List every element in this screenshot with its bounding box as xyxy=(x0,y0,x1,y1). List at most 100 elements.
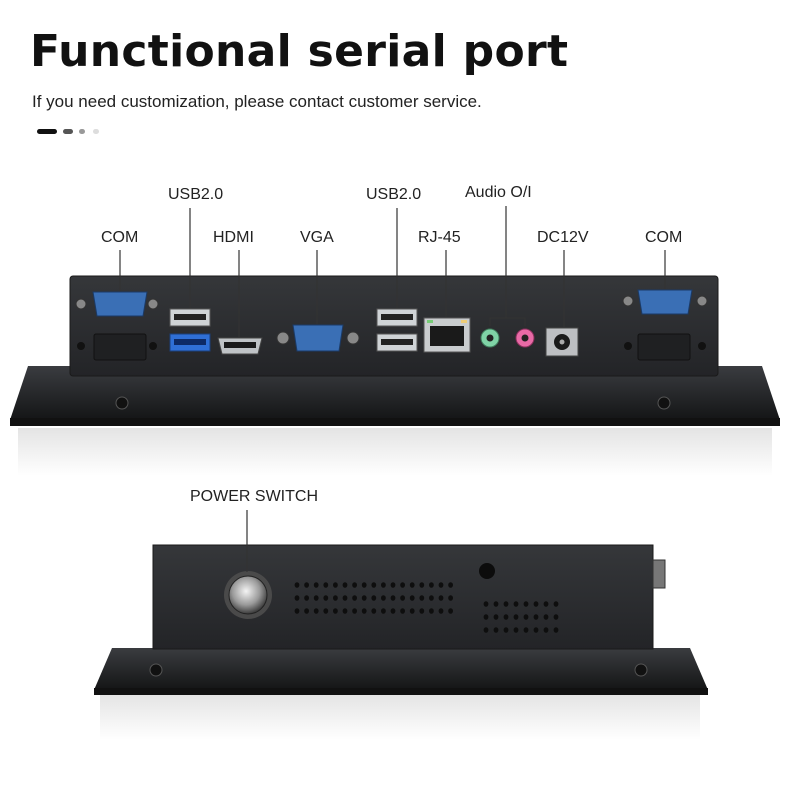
vent-hole xyxy=(342,582,348,588)
label-hdmi: HDMI xyxy=(213,229,254,246)
vent-hole xyxy=(438,582,444,588)
vent-hole xyxy=(503,614,509,620)
vent-grille-right xyxy=(483,601,559,633)
dot xyxy=(93,129,99,134)
vent-hole xyxy=(493,627,499,633)
vent-hole xyxy=(342,595,348,601)
vent-hole xyxy=(543,627,549,633)
vent-hole xyxy=(483,601,489,607)
vent-hole xyxy=(438,595,444,601)
vent-hole xyxy=(304,595,309,601)
label-usb-right: USB2.0 xyxy=(366,186,422,203)
vent-hole xyxy=(304,608,309,614)
vent-hole xyxy=(448,608,453,614)
vent-hole xyxy=(352,608,357,614)
vent-hole xyxy=(352,595,357,601)
vent-hole xyxy=(429,608,434,614)
vent-hole xyxy=(513,614,519,620)
dot xyxy=(63,129,73,134)
vent-hole xyxy=(419,608,425,614)
vent-hole xyxy=(342,608,348,614)
vent-hole xyxy=(553,627,559,633)
vent-hole xyxy=(381,595,386,601)
label-rj45: RJ-45 xyxy=(418,229,461,246)
com-port-right xyxy=(622,289,708,361)
vent-hole xyxy=(313,582,319,588)
vent-hole xyxy=(429,595,434,601)
vent-hole xyxy=(400,608,405,614)
vent-hole xyxy=(313,595,319,601)
vent-hole xyxy=(323,595,329,601)
vent-hole xyxy=(513,627,519,633)
vent-hole xyxy=(361,608,367,614)
vent-grille-left xyxy=(294,582,453,614)
vent-hole xyxy=(533,614,539,620)
vent-hole xyxy=(553,601,559,607)
vent-hole xyxy=(400,582,405,588)
vent-hole xyxy=(523,614,529,620)
label-power-switch: POWER SWITCH xyxy=(190,488,318,505)
power-switch-button[interactable] xyxy=(224,571,272,619)
vent-hole xyxy=(438,608,444,614)
vent-hole xyxy=(390,595,396,601)
side-device xyxy=(94,510,708,740)
dc-port xyxy=(545,327,579,357)
vent-hole xyxy=(294,595,300,601)
vent-hole xyxy=(371,608,377,614)
vent-hole xyxy=(323,608,329,614)
label-dc: DC12V xyxy=(537,229,589,246)
vent-hole xyxy=(553,614,559,620)
com-port-left xyxy=(75,291,159,361)
vent-hole xyxy=(543,614,549,620)
vent-hole xyxy=(483,627,489,633)
vent-hole xyxy=(513,601,519,607)
label-com-left: COM xyxy=(101,229,139,246)
vent-hole xyxy=(294,582,300,588)
vent-hole xyxy=(419,595,425,601)
vent-hole xyxy=(493,614,499,620)
vent-hole xyxy=(371,582,377,588)
vent-hole xyxy=(448,582,453,588)
label-vga: VGA xyxy=(300,229,334,246)
vent-hole xyxy=(429,582,434,588)
vent-hole xyxy=(390,608,396,614)
rear-io-device xyxy=(10,206,780,476)
vent-hole xyxy=(503,627,509,633)
page-subtitle: If you need customization, please contac… xyxy=(32,92,482,111)
dot-active xyxy=(37,129,57,134)
vent-hole xyxy=(523,627,529,633)
vent-hole xyxy=(304,582,309,588)
page-title: Functional serial port xyxy=(30,26,569,77)
vent-hole xyxy=(333,608,338,614)
rj45-port xyxy=(423,317,471,353)
vent-hole xyxy=(533,601,539,607)
vent-hole xyxy=(313,608,319,614)
vent-hole xyxy=(371,595,377,601)
vent-hole xyxy=(533,627,539,633)
vent-hole xyxy=(448,595,453,601)
vent-hole xyxy=(333,582,338,588)
vent-hole xyxy=(483,614,489,620)
dot xyxy=(79,129,85,134)
vent-hole xyxy=(361,582,367,588)
vent-hole xyxy=(381,608,386,614)
vent-hole xyxy=(543,601,549,607)
vent-hole xyxy=(323,582,329,588)
usb-port-left xyxy=(169,308,211,352)
vent-hole xyxy=(361,595,367,601)
usb-port-right xyxy=(376,308,418,352)
vent-hole xyxy=(381,582,386,588)
vent-hole xyxy=(409,608,415,614)
vent-hole xyxy=(352,582,357,588)
vent-hole xyxy=(523,601,529,607)
vent-hole xyxy=(409,595,415,601)
vent-hole xyxy=(333,595,338,601)
vent-hole xyxy=(400,595,405,601)
label-usb-left: USB2.0 xyxy=(168,186,224,203)
vent-hole xyxy=(419,582,425,588)
vent-hole xyxy=(409,582,415,588)
vent-hole xyxy=(390,582,396,588)
vent-hole xyxy=(294,608,300,614)
audio-ports xyxy=(480,328,535,348)
